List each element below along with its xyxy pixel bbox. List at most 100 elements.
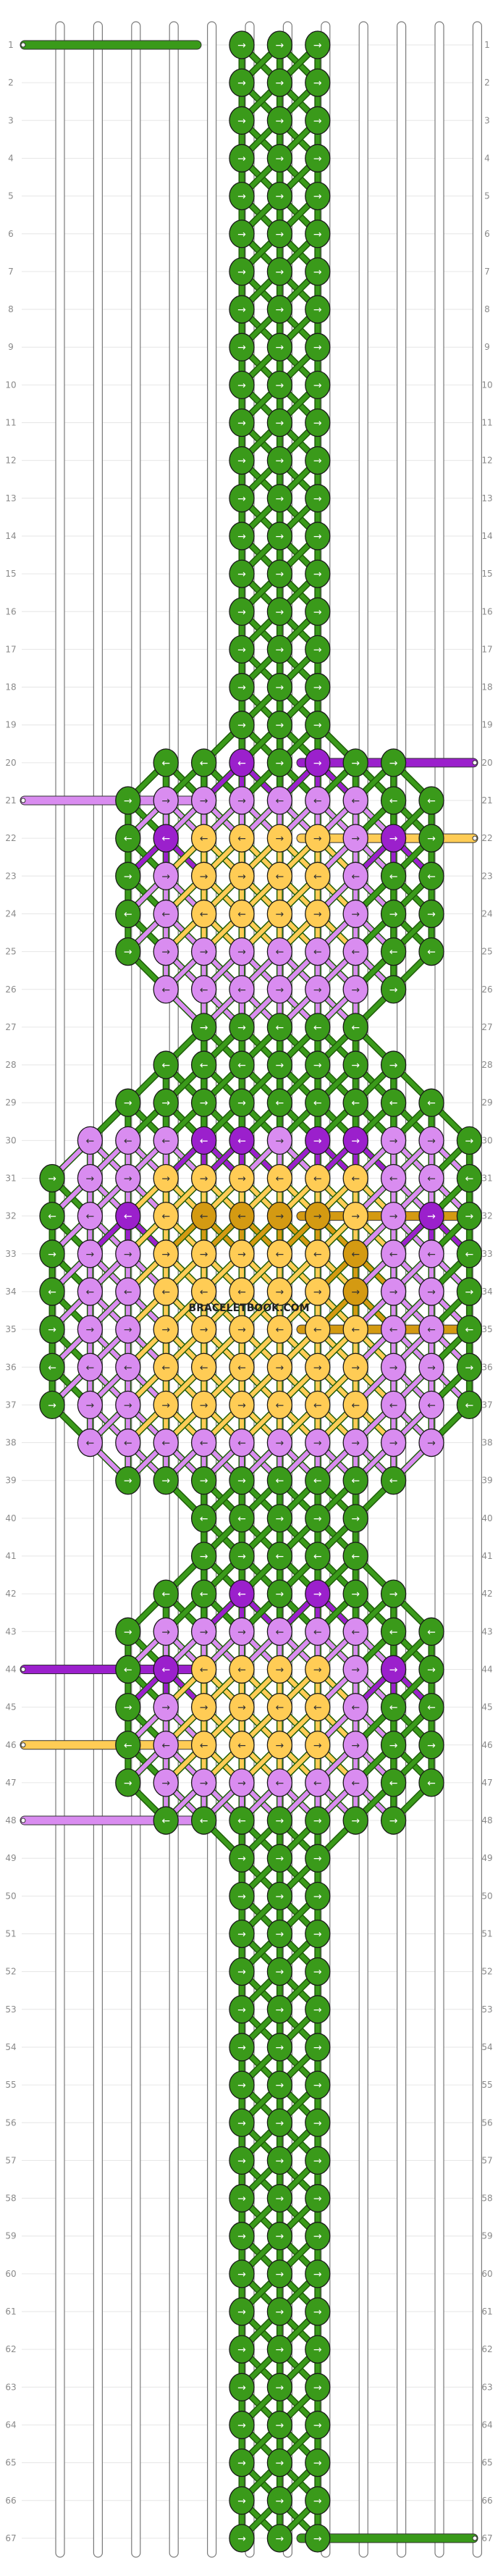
arrow-right-knot-icon: → bbox=[351, 984, 360, 996]
knot: → bbox=[266, 2108, 293, 2137]
knot: → bbox=[190, 1542, 217, 1571]
arrow-right-knot-icon: → bbox=[276, 78, 284, 89]
knot: → bbox=[266, 2259, 293, 2288]
arrow-right-knot-icon: → bbox=[276, 606, 284, 618]
arrow-right-knot-icon: → bbox=[313, 1135, 322, 1147]
knot: ← bbox=[153, 1126, 179, 1155]
arrow-left-knot-icon: ← bbox=[389, 1249, 398, 1260]
knot: ← bbox=[305, 1239, 331, 1268]
knot-ellipse bbox=[229, 559, 255, 588]
knot: → bbox=[380, 1277, 407, 1306]
row-label-left: 45 bbox=[5, 1702, 16, 1713]
knot: → bbox=[77, 1390, 104, 1420]
row-label-left: 18 bbox=[5, 682, 16, 693]
knot-ellipse bbox=[229, 1579, 255, 1608]
knot-ellipse bbox=[305, 1504, 331, 1533]
arrow-right-knot-icon: → bbox=[161, 795, 170, 807]
arrow-right-knot-icon: → bbox=[313, 1740, 322, 1752]
knot: → bbox=[342, 1050, 368, 1079]
arrow-right-knot-icon: → bbox=[200, 1702, 208, 1714]
knot: → bbox=[305, 295, 331, 324]
knot: ← bbox=[153, 748, 179, 777]
knot-ellipse bbox=[266, 786, 293, 815]
knot: ← bbox=[342, 1466, 368, 1495]
knot: ← bbox=[39, 1352, 65, 1381]
knot-ellipse bbox=[342, 786, 368, 815]
knot: ← bbox=[153, 975, 179, 1004]
knot-ellipse bbox=[305, 672, 331, 702]
arrow-right-knot-icon: → bbox=[276, 1740, 284, 1752]
knot-ellipse bbox=[229, 30, 255, 59]
knot-ellipse bbox=[153, 1617, 179, 1646]
knot: ← bbox=[305, 1466, 331, 1495]
knot: ← bbox=[190, 1202, 217, 1231]
knot: → bbox=[266, 68, 293, 97]
knot-ellipse bbox=[229, 2486, 255, 2515]
arrow-right-knot-icon: → bbox=[313, 1287, 322, 1298]
knot: → bbox=[305, 2297, 331, 2326]
knot: ← bbox=[418, 1315, 444, 1344]
arrow-right-knot-icon: → bbox=[276, 1362, 284, 1373]
knot-ellipse bbox=[229, 2297, 255, 2326]
knot: → bbox=[77, 1239, 104, 1268]
knot: → bbox=[305, 1881, 331, 1911]
arrow-right-knot-icon: → bbox=[237, 1929, 246, 1941]
knot-ellipse bbox=[380, 1050, 407, 1079]
knot: → bbox=[229, 219, 255, 248]
knot-ellipse bbox=[305, 1239, 331, 1268]
arrow-right-knot-icon: → bbox=[200, 1400, 208, 1411]
arrow-right-knot-icon: → bbox=[313, 2117, 322, 2129]
knot-ellipse bbox=[342, 1390, 368, 1420]
row-label-right: 21 bbox=[481, 795, 492, 806]
knot: ← bbox=[305, 1768, 331, 1797]
knot: → bbox=[305, 1655, 331, 1684]
row-label-left: 59 bbox=[5, 2231, 16, 2241]
knot-ellipse bbox=[266, 1579, 293, 1608]
knot: → bbox=[266, 446, 293, 475]
knot-ellipse bbox=[229, 1731, 255, 1760]
knot: → bbox=[418, 1352, 444, 1381]
knot-ellipse bbox=[115, 1428, 141, 1458]
knot: → bbox=[266, 2146, 293, 2175]
arrow-right-knot-icon: → bbox=[237, 115, 246, 127]
arrow-right-knot-icon: → bbox=[313, 606, 322, 618]
knot-ellipse bbox=[229, 1202, 255, 1231]
arrow-left-knot-icon: ← bbox=[86, 1287, 95, 1298]
knot-ellipse bbox=[305, 106, 331, 135]
row-label-left: 64 bbox=[5, 2420, 16, 2430]
arrow-left-knot-icon: ← bbox=[427, 1097, 436, 1109]
row-label-right: 40 bbox=[481, 1513, 492, 1523]
arrow-right-knot-icon: → bbox=[237, 2533, 246, 2545]
arrow-right-knot-icon: → bbox=[124, 1702, 132, 1714]
arrow-left-knot-icon: ← bbox=[276, 1702, 284, 1714]
row-label-left: 51 bbox=[5, 1929, 16, 1939]
row-label-right: 9 bbox=[484, 342, 490, 352]
arrow-right-knot-icon: → bbox=[276, 2117, 284, 2129]
knot-ellipse bbox=[342, 1579, 368, 1608]
arrow-left-knot-icon: ← bbox=[200, 758, 208, 769]
knot: → bbox=[305, 2070, 331, 2099]
knot-ellipse bbox=[305, 2524, 331, 2553]
arrow-right-knot-icon: → bbox=[237, 1174, 246, 1185]
knot: → bbox=[115, 861, 141, 890]
arrow-right-knot-icon: → bbox=[276, 1929, 284, 1941]
knot: ← bbox=[266, 1239, 293, 1268]
arrow-right-knot-icon: → bbox=[86, 1400, 95, 1411]
row-label-right: 14 bbox=[481, 531, 492, 541]
knot-ellipse bbox=[342, 1466, 368, 1495]
knot-ellipse bbox=[266, 2033, 293, 2062]
arrow-right-knot-icon: → bbox=[276, 1853, 284, 1865]
row-label-right: 25 bbox=[481, 947, 492, 957]
knot: → bbox=[266, 333, 293, 361]
knot: → bbox=[305, 1844, 331, 1873]
knot-ellipse bbox=[305, 446, 331, 475]
row-label-right: 15 bbox=[481, 569, 492, 579]
arrow-left-knot-icon: ← bbox=[161, 1060, 170, 1071]
end-string-tip bbox=[472, 835, 478, 841]
knot-ellipse bbox=[153, 975, 179, 1004]
arrow-right-knot-icon: → bbox=[237, 2344, 246, 2356]
knot: → bbox=[342, 1504, 368, 1533]
arrow-right-knot-icon: → bbox=[276, 1438, 284, 1450]
arrow-right-knot-icon: → bbox=[200, 947, 208, 958]
knot-ellipse bbox=[266, 2183, 293, 2213]
